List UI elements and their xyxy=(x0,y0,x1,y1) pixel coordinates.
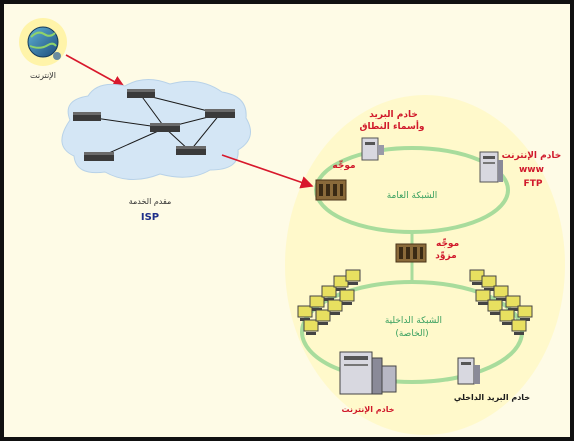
workstation-icon xyxy=(517,305,533,321)
middle-router-label: موجِّه مزوِّد xyxy=(433,237,459,261)
mail-server-label: خادم البريد وأسماء النطاق xyxy=(359,110,424,132)
web-server-label-line1: خادم الإنترنت xyxy=(502,151,562,161)
workstation-icon xyxy=(321,285,337,301)
web-server-label: خادم الإنترنت www FTP xyxy=(502,151,565,189)
web-server-label-line3: FTP xyxy=(524,179,543,189)
internet-to-isp-link xyxy=(65,54,126,88)
mail-server-label-line2: وأسماء النطاق xyxy=(359,120,424,132)
mail-server-label-line1: خادم البريد xyxy=(369,110,418,120)
middle-router-label-line1: موجِّه xyxy=(436,237,459,249)
workstation-icon xyxy=(327,299,343,315)
mail-server-icon xyxy=(361,137,384,161)
isp-router-icons xyxy=(73,89,235,161)
workstations-right xyxy=(469,269,533,335)
internal-mail-server-label: خادم البريد الداخلي xyxy=(454,393,530,402)
outer-router-label: موجِّه xyxy=(332,159,355,171)
isp-label: مقدم الخدمة xyxy=(129,197,172,206)
intranet-server-icon xyxy=(339,351,397,395)
workstation-icon xyxy=(475,289,491,305)
workstation-icon xyxy=(303,319,319,335)
private-network-label-line2: (الخاصة) xyxy=(395,329,428,339)
background-glow xyxy=(285,95,565,435)
internal-mail-server-icon xyxy=(457,357,480,385)
workstation-icon xyxy=(297,305,313,321)
workstation-icon xyxy=(315,309,331,325)
workstation-icon xyxy=(487,299,503,315)
isp-to-router-link xyxy=(221,154,314,189)
router-icon xyxy=(127,89,155,98)
workstation-icon xyxy=(499,309,515,325)
workstations-left xyxy=(297,269,361,335)
public-network-label: الشبكة العامة xyxy=(387,191,438,201)
isp-abbr: ISP xyxy=(141,212,159,223)
internet-globe-icon xyxy=(19,18,67,66)
middle-router-label-line2: مزوِّد xyxy=(435,250,456,261)
workstation-icon xyxy=(339,289,355,305)
router-icon xyxy=(176,146,206,155)
private-network-label: الشبكة الداخلية (الخاصة) xyxy=(382,316,442,339)
router-icon xyxy=(150,123,180,132)
workstation-icon xyxy=(345,269,361,285)
workstation-icon xyxy=(309,295,325,311)
router-icon xyxy=(73,112,101,121)
web-server-icon xyxy=(479,151,503,183)
private-network-label-line1: الشبكة الداخلية xyxy=(385,316,442,326)
middle-router-icon xyxy=(395,243,427,263)
outer-router-icon xyxy=(315,179,347,201)
router-icon xyxy=(84,152,114,161)
web-server-label-line2: www xyxy=(519,165,544,175)
internet-label: الإنترنت xyxy=(30,71,56,81)
intranet-server-label: خادم الإنترنت xyxy=(342,405,395,414)
router-icon xyxy=(205,109,235,118)
workstation-icon xyxy=(511,319,527,335)
